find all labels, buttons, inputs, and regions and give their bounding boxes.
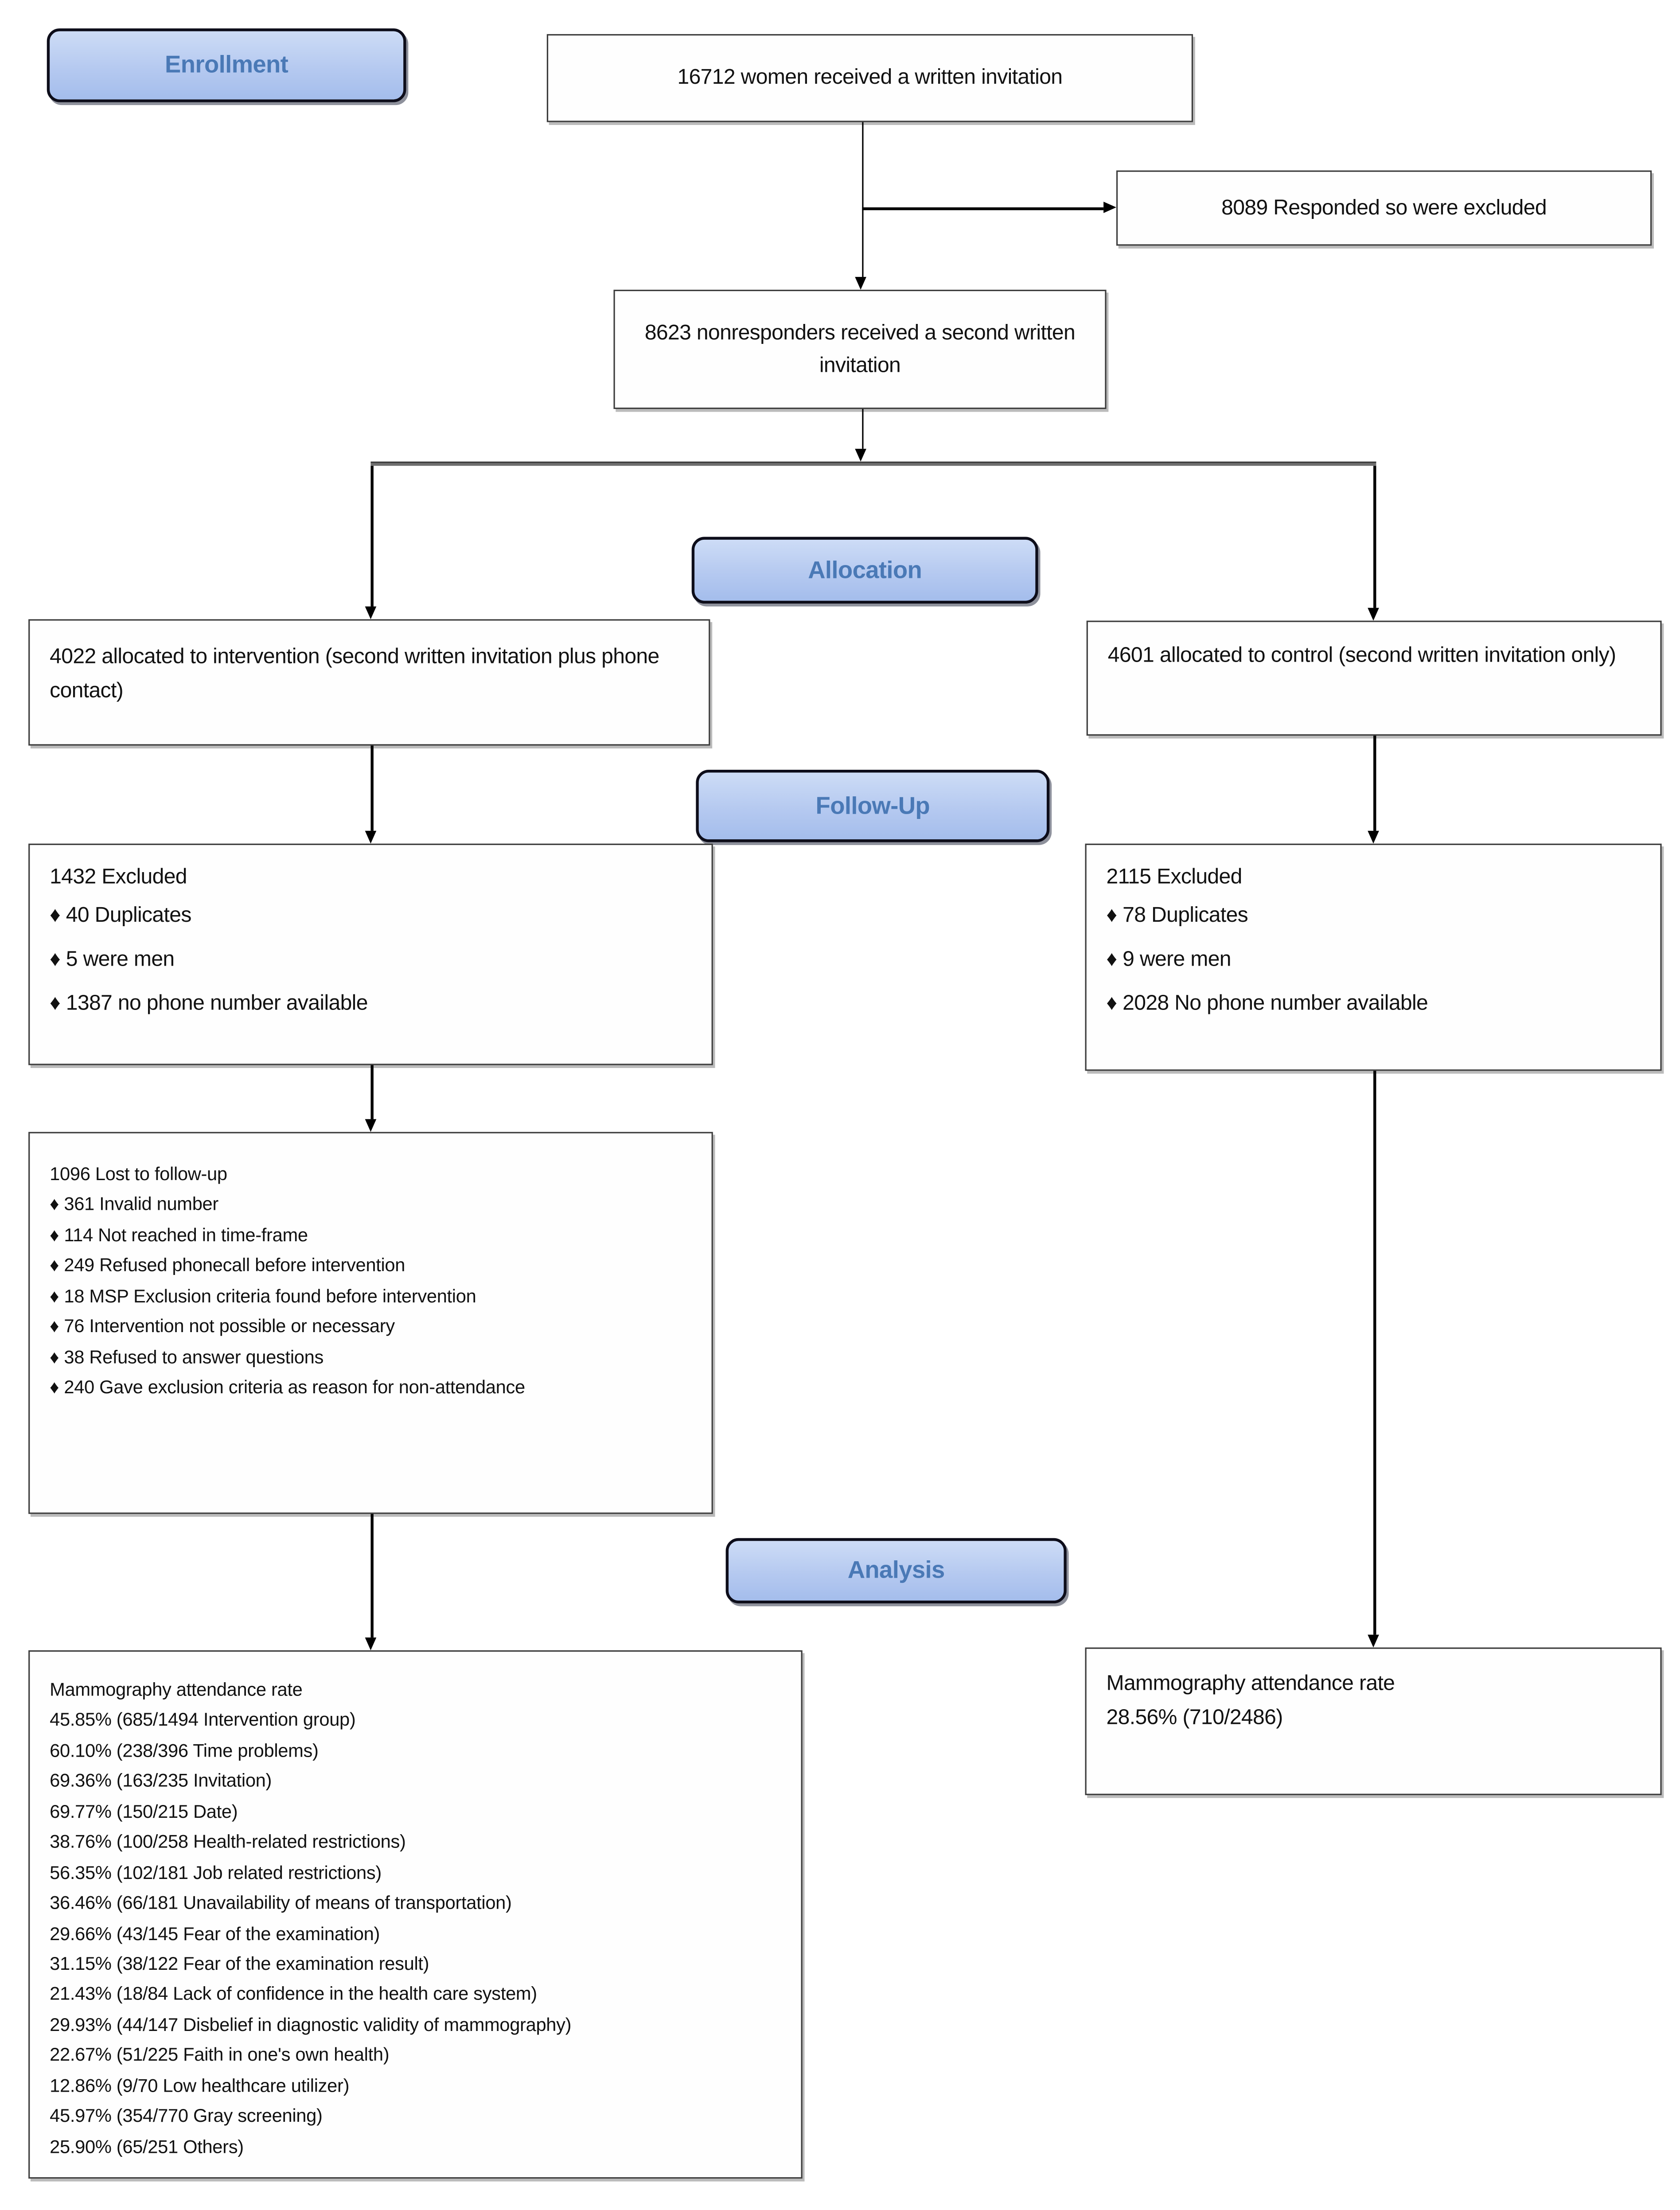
- list-item: ♦ 76 Intervention not possible or necess…: [50, 1315, 395, 1337]
- node-control-analysis-rate: 28.56% (710/2486): [1106, 1705, 1283, 1730]
- arrow-control-to-excluded-head: [1367, 830, 1379, 844]
- list-item: ♦ 9 were men: [1106, 947, 1232, 971]
- node-intervention-excluded: 1432 Excluded ♦ 40 Duplicates ♦ 5 were me…: [28, 843, 713, 1065]
- list-item: 29.66% (43/145 Fear of the examination): [50, 1922, 380, 1944]
- arrow-lost-to-analysis-line: [370, 1514, 373, 1638]
- arrow-second-to-bar-head: [855, 448, 866, 462]
- node-intervention-excluded-title: 1432 Excluded: [50, 865, 187, 889]
- list-item: ♦ 249 Refused phonecall before intervent…: [50, 1254, 405, 1276]
- arrow-bar-to-intervention-head: [364, 606, 376, 620]
- node-lost-to-followup-list: ♦ 361 Invalid number ♦ 114 Not reached in…: [50, 1189, 692, 1403]
- list-item: 22.67% (51/225 Faith in one's own health…: [50, 2044, 390, 2066]
- node-control-allocated: 4601 allocated to control (second writte…: [1086, 620, 1662, 736]
- arrow-bar-to-intervention-line: [370, 466, 373, 607]
- stage-pill-allocation-label: Allocation: [808, 556, 922, 583]
- list-item: ♦ 1387 no phone number available: [50, 990, 368, 1015]
- list-item: ♦ 78 Duplicates: [1106, 903, 1248, 928]
- stage-pill-allocation: Allocation: [691, 537, 1038, 604]
- arrow-excluded-to-lost-head: [364, 1119, 376, 1132]
- stage-pill-analysis-label: Analysis: [847, 1556, 945, 1584]
- list-item: 38.76% (100/258 Health-related restricti…: [50, 1831, 406, 1852]
- list-item: 69.36% (163/235 Invitation): [50, 1770, 272, 1792]
- arrow-lost-to-analysis-head: [364, 1637, 376, 1650]
- stage-pill-followup: Follow-Up: [696, 770, 1050, 842]
- node-written-invitation: 16712 women received a written invitatio…: [546, 34, 1193, 122]
- node-intervention-analysis-title: Mammography attendance rate: [50, 1679, 303, 1700]
- arrow-to-responded-line: [862, 207, 1104, 210]
- node-lost-to-followup: 1096 Lost to follow-up ♦ 361 Invalid num…: [28, 1132, 713, 1514]
- list-item: 45.85% (685/1494 Intervention group): [50, 1709, 356, 1731]
- node-intervention-analysis: Mammography attendance rate 45.85% (685/…: [28, 1650, 803, 2179]
- node-intervention-allocated: 4022 allocated to intervention (second w…: [28, 619, 710, 746]
- stage-pill-followup-label: Follow-Up: [815, 791, 930, 819]
- arrow-intervention-to-excluded-line: [370, 745, 373, 831]
- node-responded-excluded-text: 8089 Responded so were excluded: [1221, 195, 1547, 220]
- node-responded-excluded: 8089 Responded so were excluded: [1116, 170, 1652, 246]
- list-item: ♦ 2028 No phone number available: [1106, 990, 1428, 1015]
- node-control-analysis: Mammography attendance rate 28.56% (710/…: [1085, 1647, 1662, 1795]
- list-item: 45.97% (354/770 Gray screening): [50, 2105, 323, 2126]
- list-item: ♦ 5 were men: [50, 947, 175, 971]
- list-item: 29.93% (44/147 Disbelief in diagnostic v…: [50, 2013, 572, 2035]
- list-item: ♦ 114 Not reached in time-frame: [50, 1224, 308, 1246]
- list-item: 12.86% (9/70 Low healthcare utilizer): [50, 2074, 350, 2096]
- arrow-intervention-to-excluded-head: [364, 830, 376, 844]
- list-item: ♦ 40 Duplicates: [50, 903, 191, 928]
- list-item: 21.43% (18/84 Lack of confidence in the …: [50, 1983, 537, 2005]
- node-control-excluded-list: ♦ 78 Duplicates ♦ 9 were men ♦ 2028 No pho…: [1107, 895, 1641, 1026]
- node-written-invitation-text: 16712 women received a written invitatio…: [677, 65, 1063, 90]
- list-item: 56.35% (102/181 Job related restrictions…: [50, 1861, 382, 1883]
- node-intervention-excluded-list: ♦ 40 Duplicates ♦ 5 were men ♦ 1387 no pho…: [50, 895, 692, 1026]
- arrow-control-to-excluded-line: [1373, 736, 1376, 831]
- node-second-invitation: 8623 nonresponders received a second wri…: [613, 289, 1107, 409]
- list-item: 69.77% (150/215 Date): [50, 1800, 238, 1822]
- list-item: ♦ 361 Invalid number: [50, 1193, 218, 1215]
- list-item: 60.10% (238/396 Time problems): [50, 1739, 319, 1761]
- node-control-excluded: 2115 Excluded ♦ 78 Duplicates ♦ 9 were me…: [1085, 843, 1662, 1071]
- list-item: ♦ 18 MSP Exclusion criteria found before…: [50, 1285, 476, 1306]
- list-item: 31.15% (38/122 Fear of the examination r…: [50, 1953, 429, 1974]
- node-second-invitation-text: 8623 nonresponders received a second wri…: [644, 320, 1076, 378]
- list-item: ♦ 240 Gave exclusion criteria as reason …: [50, 1376, 525, 1398]
- arrow-control-to-analysis-line: [1373, 1071, 1376, 1635]
- node-control-analysis-title: Mammography attendance rate: [1106, 1672, 1395, 1696]
- arrow-invitation-to-second-head: [855, 277, 866, 290]
- stage-pill-enrollment-label: Enrollment: [165, 51, 288, 78]
- stage-pill-analysis: Analysis: [725, 1538, 1067, 1604]
- node-lost-to-followup-title: 1096 Lost to follow-up: [50, 1163, 227, 1185]
- arrow-second-to-bar-line: [861, 409, 864, 449]
- node-intervention-allocated-text: 4022 allocated to intervention (second w…: [50, 644, 659, 703]
- list-item: ♦ 38 Refused to answer questions: [50, 1345, 324, 1368]
- node-control-excluded-title: 2115 Excluded: [1106, 865, 1243, 889]
- list-item: 36.46% (66/181 Unavailability of means o…: [50, 1891, 512, 1914]
- arrow-bar-to-control-head: [1367, 608, 1379, 621]
- branch-connector-bar: [370, 461, 1376, 467]
- arrow-bar-to-control-line: [1373, 466, 1376, 608]
- node-intervention-analysis-list: 45.85% (685/1494 Intervention group) 60.1…: [50, 1705, 781, 2162]
- arrow-control-to-analysis-head: [1367, 1634, 1379, 1648]
- arrow-excluded-to-lost-line: [370, 1065, 373, 1119]
- stage-pill-enrollment: Enrollment: [47, 28, 406, 102]
- arrow-invitation-to-second-line: [861, 122, 864, 277]
- node-control-allocated-text: 4601 allocated to control (second writte…: [1107, 643, 1616, 668]
- list-item: 25.90% (65/251 Others): [50, 2135, 244, 2157]
- arrow-to-responded-head: [1103, 201, 1116, 213]
